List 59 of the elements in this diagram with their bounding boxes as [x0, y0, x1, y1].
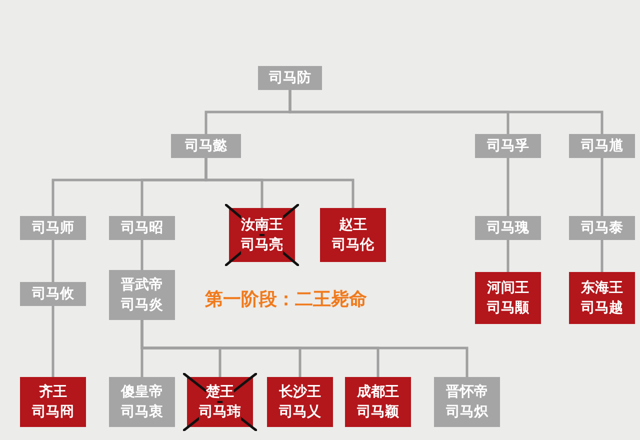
name-text: 楚王: [206, 383, 234, 401]
prince-box: [475, 272, 541, 324]
name-text: 赵王: [339, 216, 367, 234]
name-text: 傻皇帝: [121, 383, 163, 401]
name-text: 司马泰: [581, 219, 623, 237]
prince-box: [20, 377, 86, 427]
person-box: [109, 216, 175, 240]
connector-line: [600, 240, 604, 272]
name-text: 司马昭: [121, 219, 163, 237]
name-text: 成都王: [357, 383, 399, 401]
name-text: 司马伦: [332, 236, 374, 254]
name-text: 齐王: [39, 383, 67, 401]
name-text: 司马攸: [32, 285, 74, 303]
prince-box: [320, 208, 386, 262]
name-text: 河间王: [487, 279, 529, 297]
name-text: 长沙王: [279, 383, 321, 401]
name-text: 司马师: [32, 219, 74, 237]
connector-line: [140, 240, 144, 270]
person-box: [569, 134, 635, 158]
person-box: [20, 216, 86, 240]
name-text: 司马颖: [357, 403, 399, 421]
name-text: 司马颙: [487, 299, 529, 317]
name-text: 司马玮: [199, 403, 241, 421]
name-text: 司马乂: [279, 403, 321, 421]
name-text: 司马瑰: [487, 219, 529, 237]
name-text: 司马馗: [581, 137, 623, 155]
person-box: [109, 270, 175, 320]
connector-line: [52, 306, 54, 377]
stage-caption: 第一阶段：二王毙命: [205, 288, 367, 312]
connector-line: [288, 90, 604, 134]
name-text: 晋武帝: [121, 276, 163, 294]
person-box: [258, 66, 322, 90]
name-text: 司马冏: [32, 403, 74, 421]
name-text: 司马衷: [121, 403, 163, 421]
name-text: 司马孚: [487, 137, 529, 155]
name-text: 晋怀帝: [446, 383, 488, 401]
name-text: 司马炽: [446, 403, 488, 421]
person-box: [475, 134, 541, 158]
name-text: 东海王: [581, 279, 623, 297]
connector-line: [506, 158, 510, 216]
name-text: 司马炎: [121, 296, 163, 314]
name-text: 司马懿: [185, 137, 227, 155]
name-text: 司马越: [581, 299, 623, 317]
person-box: [434, 377, 500, 427]
person-box: [171, 134, 241, 158]
connector-line: [506, 240, 510, 272]
connector-line: [52, 240, 54, 282]
connector-line: [140, 320, 468, 377]
person-box: [475, 216, 541, 240]
name-text: 汝南王: [241, 216, 283, 234]
prince-box: [345, 377, 411, 427]
person-box: [569, 216, 635, 240]
person-box: [109, 377, 175, 427]
prince-box: [569, 272, 635, 324]
name-text: 司马防: [269, 69, 311, 87]
person-box: [20, 282, 86, 306]
connector-line: [600, 158, 604, 216]
prince-box: [267, 377, 333, 427]
name-text: 司马亮: [241, 236, 283, 254]
